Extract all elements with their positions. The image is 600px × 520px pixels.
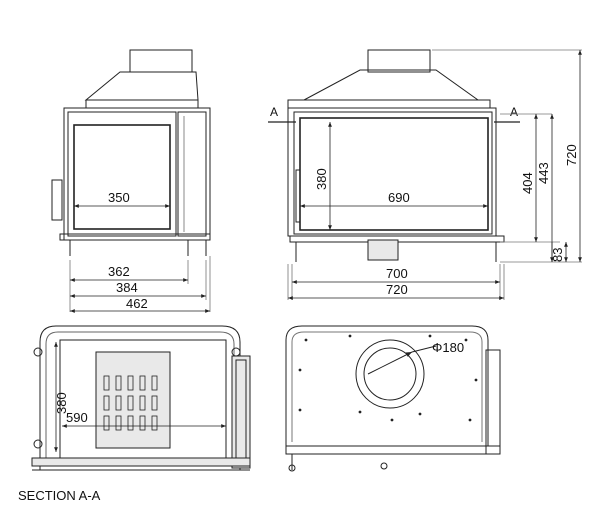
section-shell <box>39 325 241 471</box>
front-hood <box>303 69 480 101</box>
side-width-mid-label: 384 <box>116 280 138 295</box>
top-flue-inner <box>363 347 417 401</box>
front-glass-width-label: 690 <box>388 190 410 205</box>
front-width-body-label: 700 <box>386 266 408 281</box>
front-glass-height-label: 380 <box>314 168 329 190</box>
top-view <box>285 325 501 472</box>
side-width-inner-label: 362 <box>108 264 130 279</box>
front-height-body-label: 443 <box>536 162 551 184</box>
front-width-total-label: 720 <box>386 282 408 297</box>
side-body <box>63 107 211 241</box>
front-height-total-label: 720 <box>564 144 579 166</box>
front-view <box>268 49 520 262</box>
side-width-total-label: 462 <box>126 296 148 311</box>
front-flue-collar <box>367 49 431 73</box>
section-width-label: 590 <box>66 410 88 425</box>
section-height-label: 380 <box>54 392 69 414</box>
side-view <box>51 49 211 256</box>
section-caption: SECTION A-A <box>18 488 101 503</box>
top-flue-diameter-label: Φ180 <box>432 340 464 355</box>
top-shell <box>285 325 489 447</box>
front-base-grille <box>367 239 399 261</box>
section-view <box>31 325 251 471</box>
section-marker-right: A <box>510 105 518 119</box>
front-height-base-label: 83 <box>550 248 565 262</box>
side-glass <box>73 124 171 230</box>
side-flue-collar <box>129 49 193 73</box>
side-hood <box>84 71 199 101</box>
side-handle <box>51 179 63 221</box>
section-grille-slots <box>103 375 158 431</box>
side-glass-width-label: 350 <box>108 190 130 205</box>
side-dimensions <box>69 204 211 313</box>
top-rivets <box>298 334 478 422</box>
section-marker-left: A <box>270 105 278 119</box>
section-dimensions <box>54 342 226 452</box>
front-height-opening-label: 404 <box>520 172 535 194</box>
top-flue-outer <box>355 339 425 409</box>
front-dimensions <box>287 49 582 300</box>
